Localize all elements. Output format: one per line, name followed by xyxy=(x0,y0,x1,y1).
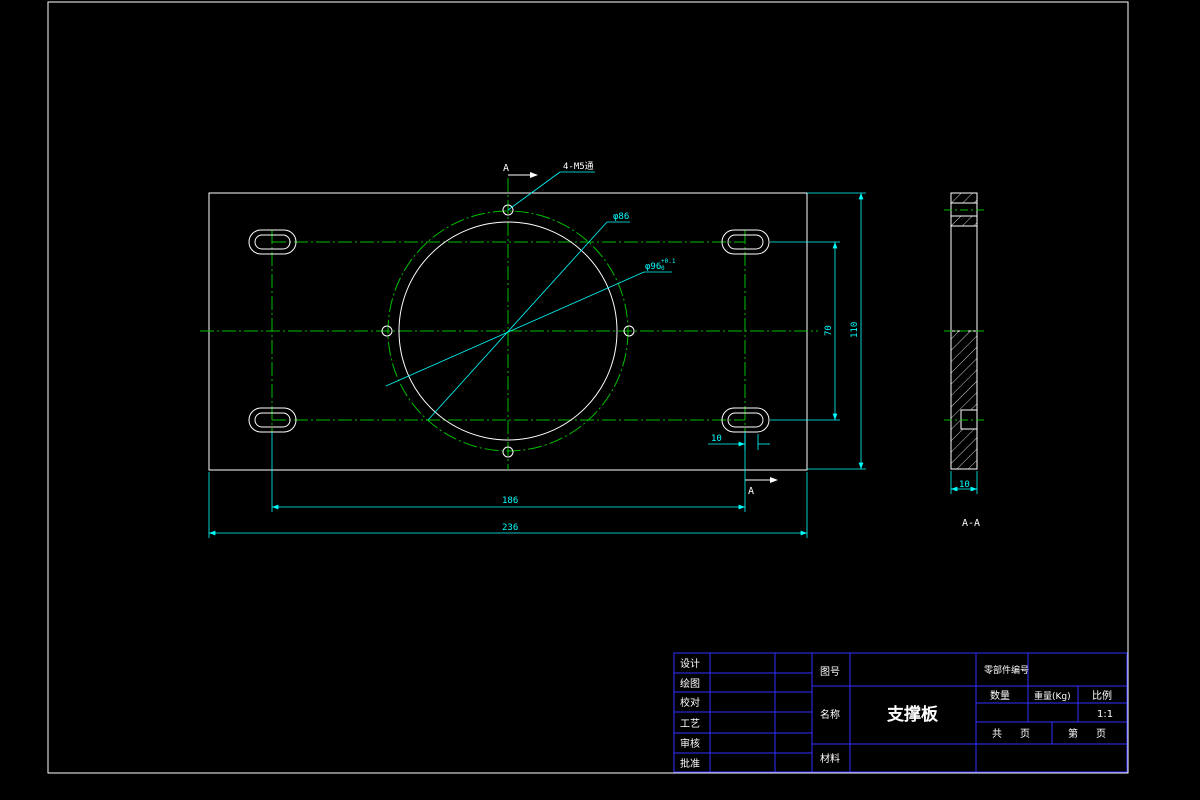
label-quantity: 数量 xyxy=(990,689,1010,702)
dim-total-length: 236 xyxy=(502,523,518,533)
central-bore xyxy=(398,221,618,441)
dim-total-height: 110 xyxy=(850,322,860,338)
dim-bore-diameter: φ86 xyxy=(613,212,629,222)
center-lines xyxy=(200,178,818,470)
label-page: 页 xyxy=(1020,728,1030,740)
bolt-hole xyxy=(502,204,514,216)
dim-thickness: 10 xyxy=(959,480,970,490)
section-letter: A xyxy=(748,486,754,497)
slot xyxy=(248,407,297,433)
dim-hole-spacing-length: 186 xyxy=(502,496,518,506)
dim-bolt-circle-diameter: φ96 xyxy=(645,262,661,272)
hatch-area xyxy=(951,331,977,469)
bolt-circle xyxy=(387,210,629,452)
bolt-hole xyxy=(502,446,514,458)
label-total-sheets: 共 xyxy=(992,728,1002,740)
dim-tolerance-upper: +0.1 xyxy=(661,258,676,265)
slot xyxy=(721,229,770,255)
bolt-hole xyxy=(623,325,635,337)
label-name: 名称 xyxy=(820,708,840,721)
dim-tolerance-lower: 0 xyxy=(661,265,665,272)
label-design: 设计 xyxy=(680,657,700,670)
section-mark-top: A xyxy=(503,163,538,178)
bolt-holes xyxy=(381,204,635,458)
label-approve: 批准 xyxy=(680,757,700,770)
label-drawing: 绘图 xyxy=(680,677,700,690)
hatch-area xyxy=(951,216,977,226)
dim-holes-callout: 4-M5通 xyxy=(563,161,594,172)
mounting-slots xyxy=(248,229,770,433)
label-weight: 重量(Kg) xyxy=(1034,690,1071,702)
scale-value: 1:1 xyxy=(1097,709,1113,720)
section-view: 10 A-A xyxy=(944,192,984,529)
title-block: 设计 绘图 校对 工艺 审核 批准 图号 名称 材料 支撑板 零部件编号 数量 … xyxy=(673,652,1128,773)
drawing-frame xyxy=(47,1,1129,774)
dimension-lines xyxy=(208,171,866,538)
label-page: 页 xyxy=(1096,728,1106,740)
bolt-hole xyxy=(381,325,393,337)
section-letter: A xyxy=(503,163,509,174)
label-review: 审核 xyxy=(680,737,700,750)
label-scale: 比例 xyxy=(1092,689,1112,702)
label-sheet: 第 xyxy=(1068,727,1078,740)
slot xyxy=(248,229,297,255)
front-view: A A xyxy=(200,161,866,538)
label-material: 材料 xyxy=(820,752,840,765)
part-name: 支撑板 xyxy=(887,704,939,725)
section-mark-bottom: A xyxy=(745,477,778,497)
label-part-code: 零部件编号 xyxy=(984,664,1029,676)
hatch-area xyxy=(951,193,977,203)
label-drawing-number: 图号 xyxy=(820,666,840,678)
label-process: 工艺 xyxy=(680,718,700,730)
section-view-label: A-A xyxy=(962,518,980,529)
label-check: 校对 xyxy=(680,696,700,709)
dim-hole-spacing-height: 70 xyxy=(824,325,834,336)
dim-slot-offset: 10 xyxy=(711,434,722,444)
slot xyxy=(721,407,770,433)
